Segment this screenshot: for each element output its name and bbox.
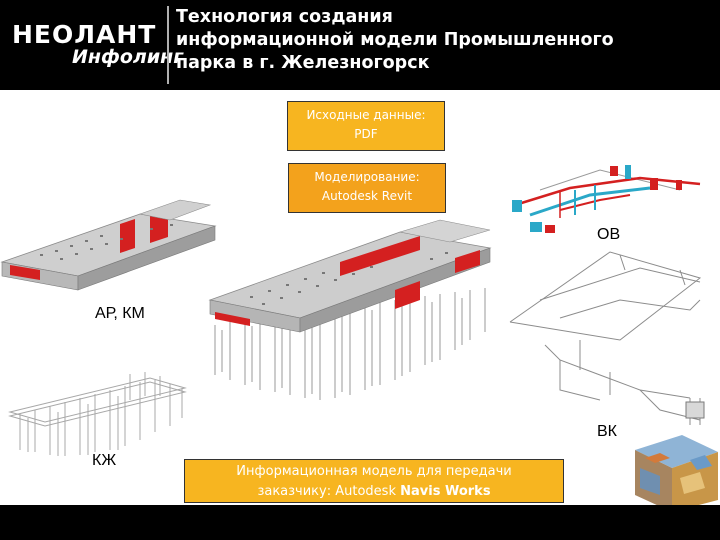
water-supply-model-group [509, 251, 705, 425]
source-data-value: PDF [354, 127, 378, 141]
modeling-label: Моделирование: [314, 170, 420, 184]
title-line-2: информационной модели Промышленного [176, 30, 614, 50]
label-water-supply: ВК [597, 423, 617, 440]
label-ventilation: ОВ [597, 226, 621, 243]
title-line-1: Технология создания [176, 7, 393, 27]
modeling-value: Autodesk Revit [321, 189, 413, 203]
foundation-model-group [8, 372, 187, 456]
source-data-label: Исходные данные: [306, 108, 426, 122]
result-product-name: Navis Works [400, 484, 491, 499]
modeling-callout: Моделирование: Autodesk Revit [288, 163, 446, 213]
logo-wordmark: НЕОЛАНТ [12, 20, 157, 49]
slide-title: Технология создания информационной модел… [176, 6, 716, 75]
label-architecture: АР, КМ [95, 305, 145, 322]
navisworks-cube-image [635, 435, 718, 512]
building-small-group [0, 199, 217, 291]
label-reinforced-concrete: КЖ [92, 452, 117, 469]
source-data-callout: Исходные данные: PDF [287, 101, 445, 151]
header-divider [167, 6, 169, 84]
company-logo: НЕОЛАНТ Инфолинг [8, 16, 183, 76]
result-line-2: заказчику: Autodesk Navis Works [185, 482, 563, 502]
header-bar: НЕОЛАНТ Инфолинг Технология создания инф… [0, 0, 720, 90]
building-large-group [208, 219, 492, 400]
footer-bar [0, 505, 720, 540]
result-callout: Информационная модель для передачи заказ… [184, 459, 564, 503]
ventilation-model-group [512, 165, 701, 233]
result-line-2-text: заказчику: Autodesk [257, 484, 401, 499]
result-line-1: Информационная модель для передачи [236, 464, 512, 479]
logo-subbrand: Инфолинг [72, 46, 184, 68]
title-line-3: парка в г. Железногорск [176, 53, 430, 73]
